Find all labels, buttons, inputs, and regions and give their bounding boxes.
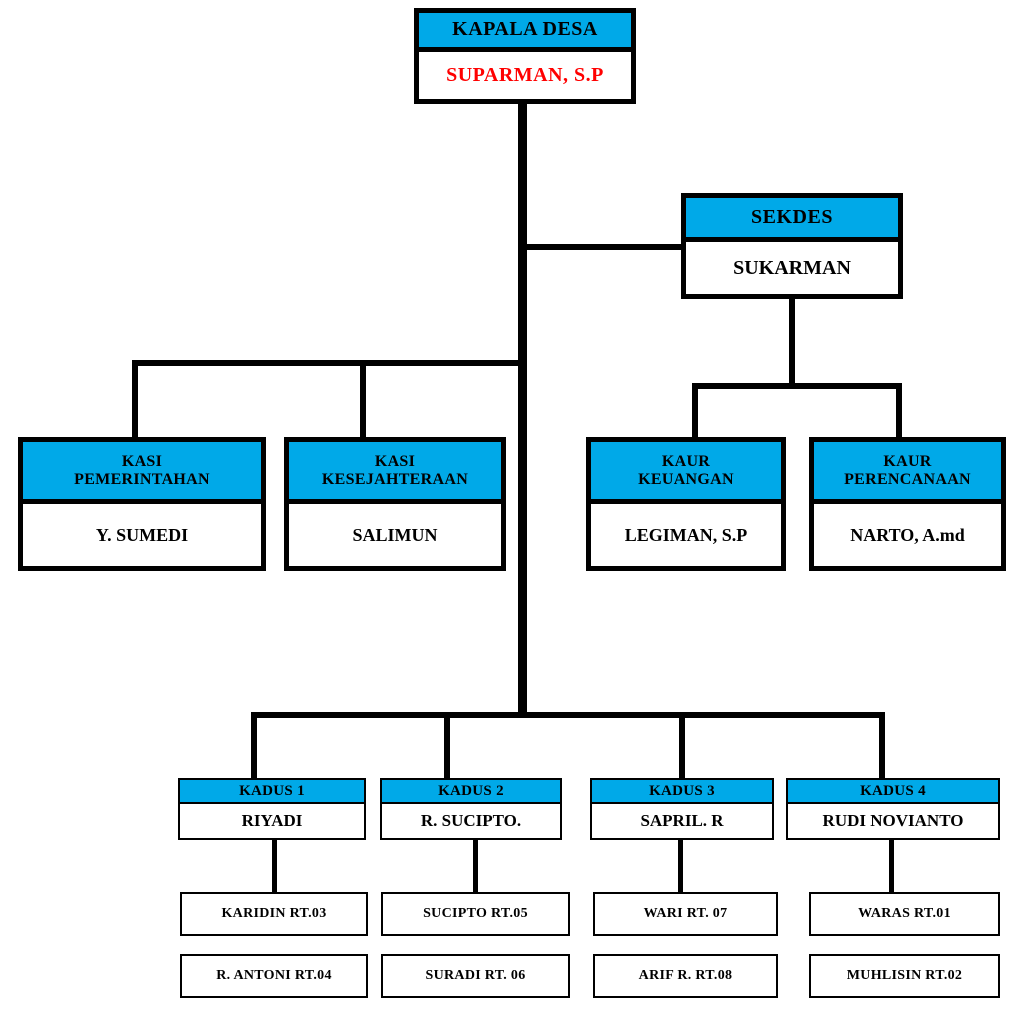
node-kasi-kesejahteraan-title-line1: KASI (374, 453, 416, 471)
connector-kadus3-rt-drop (678, 840, 683, 893)
node-rt-wari-label: WARI RT. 07 (595, 894, 776, 934)
node-kadus-1-name: RIYADI (180, 804, 364, 838)
connector-kadus4-rt-drop (889, 840, 894, 893)
node-rt-arif-r-label: ARIF R. RT.08 (595, 956, 776, 996)
node-kaur-keuangan-name: LEGIMAN, S.P (591, 504, 781, 566)
connector-kadus2-drop (444, 712, 450, 780)
node-kaur-keuangan-title-line1: KAUR (661, 453, 711, 471)
node-rt-arif-r[interactable]: ARIF R. RT.08 (593, 954, 778, 998)
node-kaur-keuangan-title: KAUR KEUANGAN (591, 442, 781, 504)
node-rt-r-antoni[interactable]: R. ANTONI RT.04 (180, 954, 368, 998)
node-kadus-3[interactable]: KADUS 3 SAPRIL. R (590, 778, 774, 840)
node-kasi-pemerintahan[interactable]: KASI PEMERINTAHAN Y. SUMEDI (18, 437, 266, 571)
node-kasi-kesejahteraan[interactable]: KASI KESEJAHTERAAN SALIMUN (284, 437, 506, 571)
connector-kaur-bar (692, 383, 902, 389)
node-kaur-perencanaan-title-line2: PERENCANAAN (844, 470, 971, 488)
connector-kaur-keuangan-drop (692, 383, 698, 439)
node-rt-waras-label: WARAS RT.01 (811, 894, 998, 934)
node-kadus-2-title: KADUS 2 (382, 780, 560, 804)
connector-kadus4-drop (879, 712, 885, 780)
connector-sekdes-horizontal (523, 244, 683, 250)
connector-sekdes-drop (789, 299, 795, 386)
node-sekdes-title: SEKDES (686, 198, 898, 242)
connector-kasi-kesejahteraan-drop (360, 360, 366, 439)
node-kaur-perencanaan[interactable]: KAUR PERENCANAAN NARTO, A.md (809, 437, 1006, 571)
node-kadus-2[interactable]: KADUS 2 R. SUCIPTO. (380, 778, 562, 840)
node-kasi-pemerintahan-title-line2: PEMERINTAHAN (74, 470, 210, 488)
node-rt-suradi-label: SURADI RT. 06 (383, 956, 568, 996)
node-kepala-desa-title: KAPALA DESA (419, 13, 631, 52)
node-rt-karidin[interactable]: KARIDIN RT.03 (180, 892, 368, 936)
connector-kadus1-drop (251, 712, 257, 780)
connector-kaur-perencanaan-drop (896, 383, 902, 439)
node-kasi-pemerintahan-title: KASI PEMERINTAHAN (23, 442, 261, 504)
node-sekdes[interactable]: SEKDES SUKARMAN (681, 193, 903, 299)
node-kadus-4-name: RUDI NOVIANTO (788, 804, 998, 838)
node-kaur-keuangan[interactable]: KAUR KEUANGAN LEGIMAN, S.P (586, 437, 786, 571)
node-kaur-perencanaan-title: KAUR PERENCANAAN (814, 442, 1001, 504)
connector-kadus2-rt-drop (473, 840, 478, 893)
node-kadus-3-name: SAPRIL. R (592, 804, 772, 838)
node-kaur-perencanaan-title-line1: KAUR (883, 453, 932, 471)
node-rt-sucipto-label: SUCIPTO RT.05 (383, 894, 568, 934)
connector-kadus3-drop (679, 712, 685, 780)
connector-kasi-pemerintahan-drop (132, 360, 138, 439)
node-rt-r-antoni-label: R. ANTONI RT.04 (182, 956, 366, 996)
node-rt-karidin-label: KARIDIN RT.03 (182, 894, 366, 934)
connector-kadus1-rt-drop (272, 840, 277, 893)
node-rt-waras[interactable]: WARAS RT.01 (809, 892, 1000, 936)
connector-kasi-bar (132, 360, 524, 366)
node-rt-suradi[interactable]: SURADI RT. 06 (381, 954, 570, 998)
node-rt-sucipto[interactable]: SUCIPTO RT.05 (381, 892, 570, 936)
node-rt-muhlisin-label: MUHLISIN RT.02 (811, 956, 998, 996)
node-sekdes-name: SUKARMAN (686, 242, 898, 294)
node-kadus-3-title: KADUS 3 (592, 780, 772, 804)
node-kepala-desa-name: SUPARMAN, S.P (419, 52, 631, 99)
node-kadus-4[interactable]: KADUS 4 RUDI NOVIANTO (786, 778, 1000, 840)
node-kadus-4-title: KADUS 4 (788, 780, 998, 804)
connector-main-trunk (518, 104, 527, 718)
node-kasi-kesejahteraan-name: SALIMUN (289, 504, 501, 566)
node-kadus-1[interactable]: KADUS 1 RIYADI (178, 778, 366, 840)
node-kaur-perencanaan-name: NARTO, A.md (814, 504, 1001, 566)
node-kasi-pemerintahan-name: Y. SUMEDI (23, 504, 261, 566)
node-kaur-keuangan-title-line2: KEUANGAN (638, 470, 734, 488)
node-rt-wari[interactable]: WARI RT. 07 (593, 892, 778, 936)
node-rt-muhlisin[interactable]: MUHLISIN RT.02 (809, 954, 1000, 998)
node-kadus-2-name: R. SUCIPTO. (382, 804, 560, 838)
node-kasi-kesejahteraan-title-line2: KESEJAHTERAAN (321, 470, 469, 488)
node-kasi-kesejahteraan-title: KASI KESEJAHTERAAN (289, 442, 501, 504)
connector-kadus-bar (251, 712, 885, 718)
node-kadus-1-title: KADUS 1 (180, 780, 364, 804)
node-kasi-pemerintahan-title-line1: KASI (121, 453, 163, 471)
node-kepala-desa[interactable]: KAPALA DESA SUPARMAN, S.P (414, 8, 636, 104)
